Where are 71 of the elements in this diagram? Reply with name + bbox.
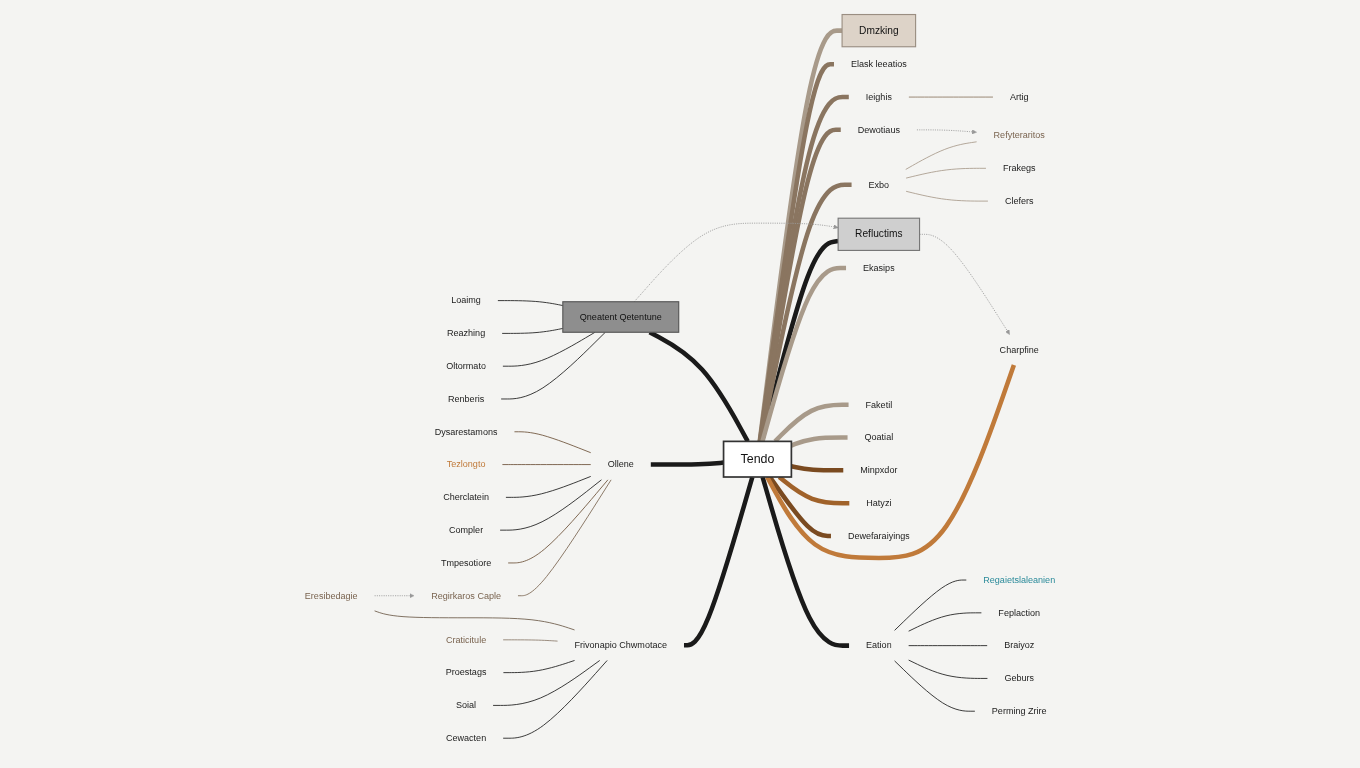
- node-text: Renberis: [447, 393, 485, 404]
- node-text: Cewacten: [445, 733, 487, 743]
- connector: [773, 402, 849, 443]
- node-text: Tezlongto: [446, 459, 486, 470]
- connector: [507, 479, 609, 564]
- node-text: Ieighis: [865, 91, 892, 102]
- node-text: Dewotiaus: [857, 124, 900, 135]
- node-text: Clefers: [1004, 196, 1034, 206]
- connector: [905, 141, 978, 170]
- connector: [765, 364, 1017, 561]
- connector: [760, 265, 847, 442]
- node-text: Artig: [1009, 91, 1029, 102]
- connector: [908, 659, 988, 679]
- node-text: Eation: [866, 640, 892, 651]
- node-text: Eresibedagie: [304, 590, 358, 601]
- connector: [905, 167, 987, 179]
- connector: [505, 476, 592, 498]
- node-text: Hatyzi: [866, 498, 892, 508]
- connector: [514, 431, 592, 454]
- node-text: Minpxdor: [860, 465, 898, 475]
- connector: [650, 460, 724, 467]
- node-text: Exbo: [868, 179, 890, 190]
- connector: [908, 612, 982, 632]
- node-text: Faketil: [865, 399, 893, 410]
- node-text: Refyteraritos: [993, 130, 1045, 141]
- connector: [374, 610, 575, 631]
- connector: [502, 331, 596, 367]
- connector: [760, 476, 850, 648]
- connector: [502, 660, 575, 674]
- connector: [905, 190, 989, 202]
- node-text: Craticitule: [445, 634, 487, 645]
- node-text: Regirkaros Caple: [431, 590, 502, 601]
- node-text: Braiyoz: [1004, 640, 1035, 651]
- node-text: Regaietslaleanien: [983, 574, 1056, 585]
- node-box: [841, 13, 917, 48]
- node-text: Compler: [448, 525, 484, 535]
- node-text: Geburs: [1004, 673, 1035, 683]
- connector: [908, 645, 988, 647]
- node-box: [562, 301, 680, 333]
- node-text: Dysarestamons: [434, 426, 498, 437]
- node-text: Soial: [456, 700, 477, 710]
- mind-map: Dmzking Tendo Loaimg Reazhing Oltormato Renberis Qneatent Qetentune Dysarestamons Tezlongto Cherclatein Compler Tmpesotiore Regirkaros Caple Ollene Eresibedagie Craticitule Proestags Soial Cewacten Frivonapio Chwmotace Elask leeatios Ieighis Artig Dewotiaus Exbo Refyteraritos Frakegs Clefers Eation Regaietslaleanien Feplaction Braiyoz Geburs Perming Zrire Ekasips Faketil Qoatial Minpxdor Hatyzi Dewefaraiyings Charpfine Refluctims: [20, 10, 1340, 758]
- node-text: Cherclatein: [443, 492, 489, 502]
- node-text: Reazhing: [446, 328, 486, 338]
- node-text: Oltormato: [446, 361, 486, 371]
- connector: [500, 331, 606, 400]
- connector: [502, 660, 608, 739]
- node-text: Proestags: [445, 667, 487, 678]
- node-text: Perming Zrire: [991, 706, 1047, 716]
- node-box: [722, 440, 793, 478]
- node-text: Ollene: [607, 459, 634, 470]
- node-text: Feplaction: [998, 607, 1041, 618]
- node-text: Frivonapio Chwmotace: [574, 640, 668, 650]
- connector: [501, 464, 592, 465]
- node-text: Qoatial: [864, 432, 894, 443]
- connector: [894, 579, 967, 631]
- connector: [492, 660, 601, 706]
- node-text: Tmpesotiore: [440, 557, 492, 568]
- node-text: Ekasips: [863, 262, 895, 273]
- node-text: Dewefaraiyings: [847, 530, 910, 541]
- connector: [499, 479, 602, 531]
- node-box: [837, 217, 921, 251]
- node-text: Frakegs: [1002, 163, 1036, 173]
- node-text: Loaimg: [451, 295, 481, 306]
- node-text: Charpfine: [999, 344, 1039, 355]
- connector: [894, 660, 976, 712]
- connector: [908, 96, 994, 98]
- connector: [502, 639, 558, 642]
- node-text: Elask leeatios: [850, 59, 907, 69]
- connector: [517, 479, 612, 597]
- connector: [684, 476, 755, 648]
